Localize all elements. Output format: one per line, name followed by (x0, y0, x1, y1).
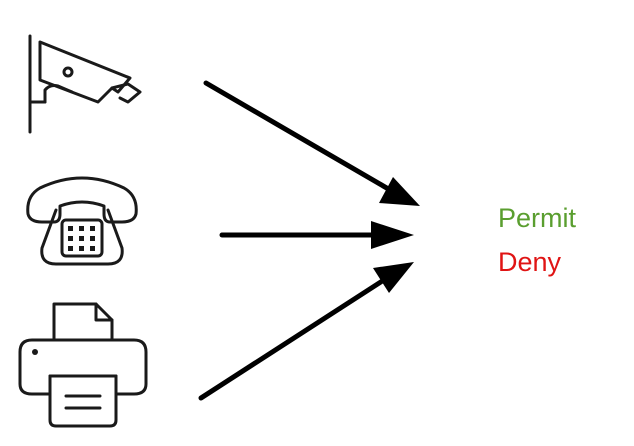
permit-label: Permit (498, 203, 577, 233)
printer-indicator-icon (32, 349, 38, 355)
deny-label: Deny (498, 247, 562, 277)
telephone-icon (26, 176, 138, 266)
arrow-camera-to-policy (203, 80, 420, 206)
printer-icon (18, 302, 148, 428)
security-camera-icon (28, 34, 142, 134)
arrow-printer-to-policy (198, 262, 414, 401)
arrow-phone-to-policy (219, 221, 414, 249)
telephone-keypad-icon (68, 226, 95, 251)
